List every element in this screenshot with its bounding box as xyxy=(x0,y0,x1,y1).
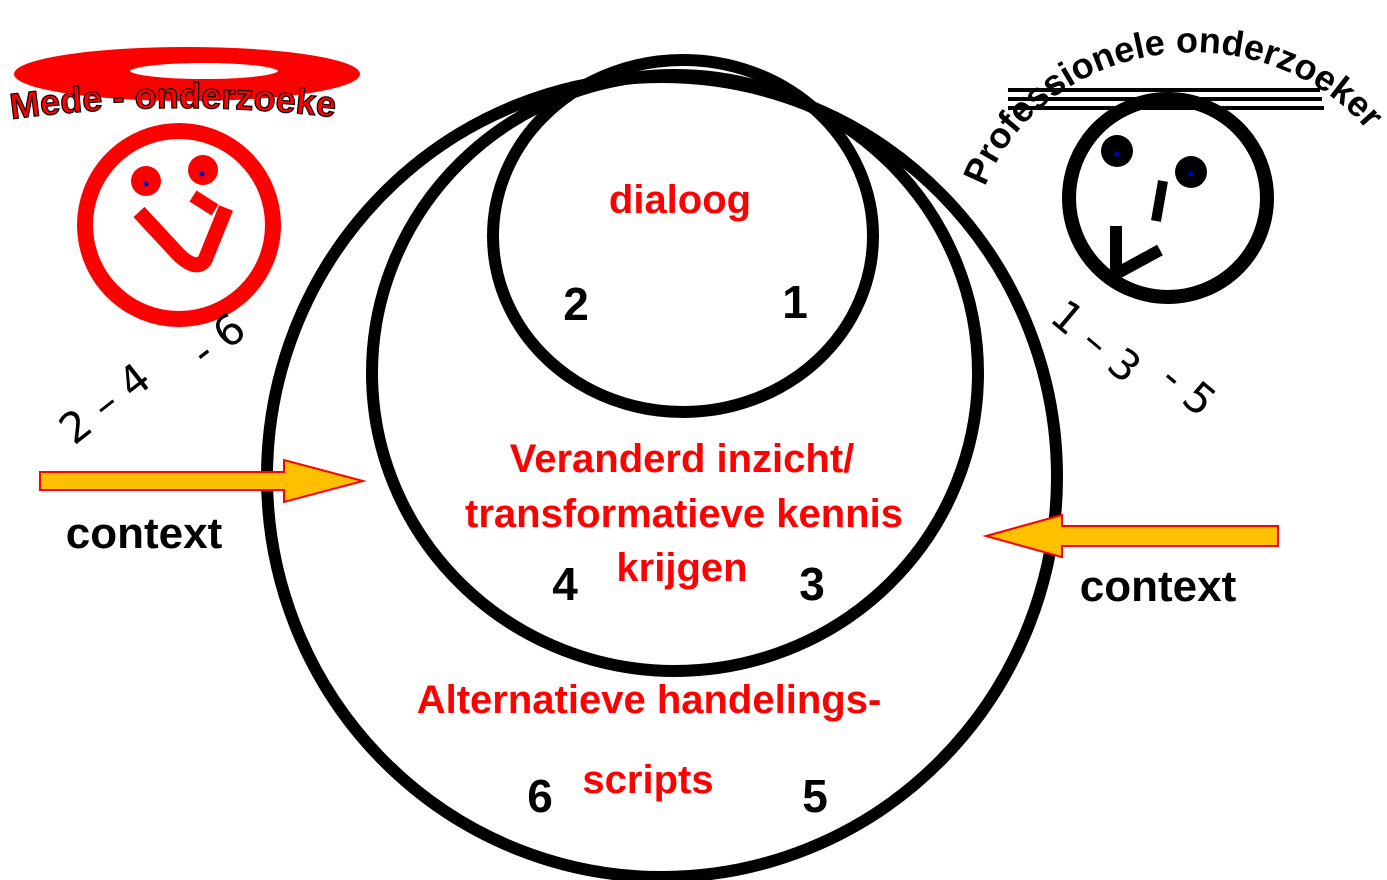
professional-researcher-steps-a: 1 – 3 xyxy=(1042,290,1151,393)
right-context-arrow-icon xyxy=(982,513,1279,559)
inner-circle xyxy=(487,54,879,418)
inner-circle-label: dialoog xyxy=(609,178,751,222)
right-context-label: context xyxy=(1080,562,1237,611)
left-context-label: context xyxy=(66,509,223,558)
outer-circle-label-line2: scripts xyxy=(582,758,713,802)
serious-face-icon xyxy=(1062,92,1274,304)
middle-circle xyxy=(366,69,984,677)
smiley-face-icon xyxy=(77,123,281,327)
step-number-4: 4 xyxy=(552,558,578,610)
co-researcher-figure: Mede - onderzoeker 2 – 4 - 6 xyxy=(0,0,360,454)
professional-researcher-figure: Professionele onderzoeker 1 – 3 - 5 xyxy=(955,19,1387,426)
professional-researcher-steps-b: - 5 xyxy=(1152,353,1226,426)
outer-circle-label-line1: Alternatieve handelings- xyxy=(417,678,882,722)
left-context-arrow-icon xyxy=(39,458,367,504)
middle-circle-label-line1: Veranderd inzicht/ xyxy=(510,437,855,481)
step-number-2: 2 xyxy=(563,278,589,330)
co-researcher-steps-a: 2 – 4 xyxy=(50,353,160,454)
halo-inner xyxy=(128,61,280,81)
step-number-3: 3 xyxy=(799,558,825,610)
middle-circle-label-line3: krijgen xyxy=(616,546,747,590)
step-number-1: 1 xyxy=(782,276,808,328)
middle-circle-label-line2: transformatieve kennis xyxy=(465,492,903,536)
step-number-6: 6 xyxy=(527,770,553,822)
step-number-5: 5 xyxy=(802,770,828,822)
